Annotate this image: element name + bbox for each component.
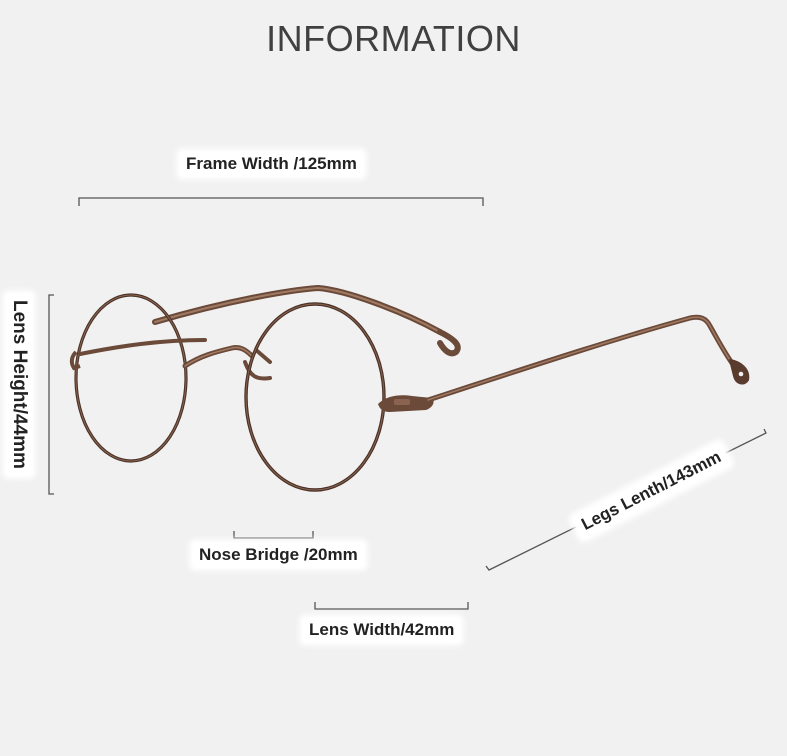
- nose-bridge-line: [233, 531, 314, 539]
- page-title: INFORMATION: [266, 18, 521, 59]
- right-hinge: [378, 395, 434, 412]
- near-temple: [425, 314, 750, 403]
- lens-height-line: [48, 294, 54, 495]
- frame-width-label: Frame Width /125mm: [180, 152, 363, 176]
- right-lens: [244, 302, 386, 492]
- nose-bridge-label: Nose Bridge /20mm: [193, 543, 364, 567]
- frame-width-line: [78, 197, 484, 206]
- bridge: [78, 338, 272, 381]
- far-temple: [152, 285, 461, 357]
- left-lens: [74, 293, 188, 463]
- lens-height-label: Lens Height/44mm: [6, 294, 32, 475]
- lens-width-line: [314, 602, 469, 610]
- left-hinge: [69, 350, 81, 371]
- measurement-lines: [48, 197, 767, 610]
- lens-width-label: Lens Width/42mm: [303, 618, 461, 642]
